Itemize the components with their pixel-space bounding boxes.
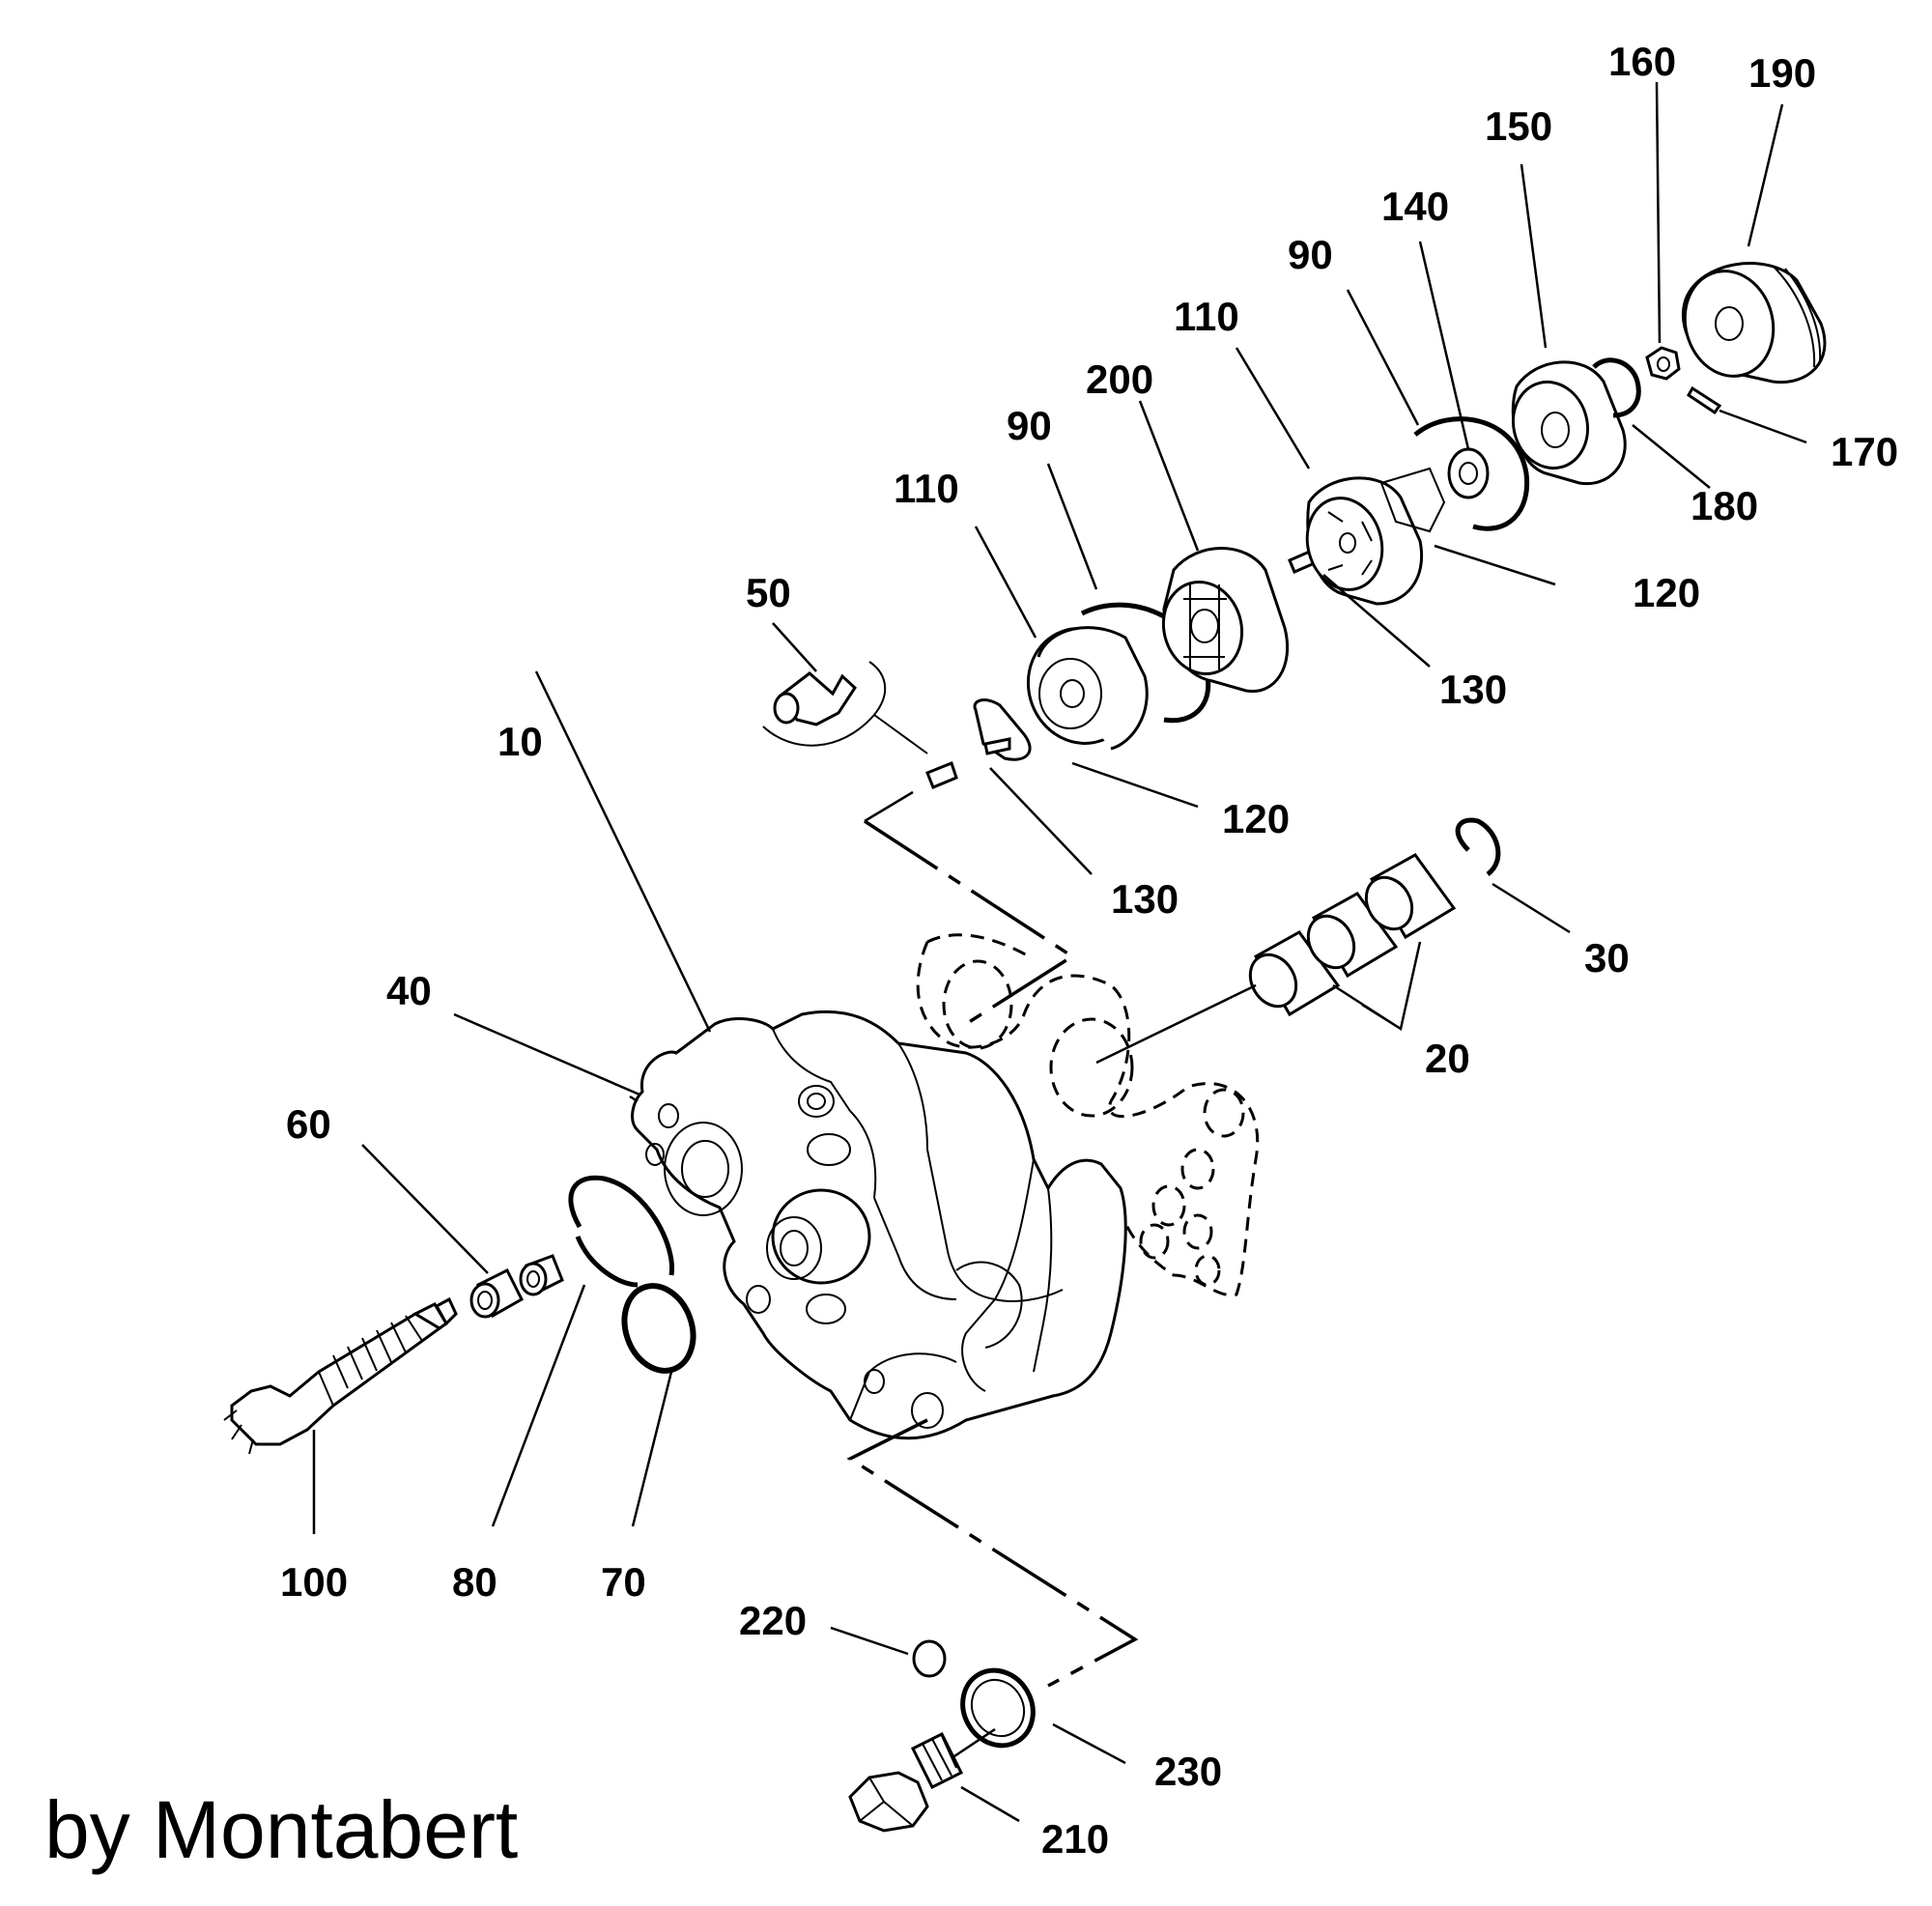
drive-shaft: [223, 1296, 458, 1455]
callout-170: 170: [1831, 429, 1898, 474]
callout-90-upper: 90: [1288, 232, 1333, 277]
callout-30: 30: [1584, 935, 1630, 981]
callout-180: 180: [1690, 483, 1758, 528]
leader-lines: [312, 81, 1807, 1823]
callout-20: 20: [1425, 1036, 1470, 1081]
callout-160: 160: [1608, 39, 1676, 84]
callout-60: 60: [286, 1101, 331, 1147]
drain-plug-assembly: [848, 1639, 1036, 1833]
callout-120-lower: 120: [1222, 796, 1290, 841]
callout-50: 50: [746, 570, 791, 615]
callout-150: 150: [1485, 103, 1552, 149]
callout-110-lower: 110: [894, 466, 959, 511]
brand-watermark: by Montabert: [44, 1784, 519, 1875]
callout-110-upper: 110: [1174, 294, 1239, 339]
callout-200: 200: [1086, 356, 1153, 402]
callout-100: 100: [280, 1559, 348, 1605]
callout-70: 70: [601, 1559, 646, 1605]
callout-labels: 10 20 30 40 50 60 70 80 90 90 100 110 11…: [280, 39, 1898, 1862]
callout-90-lower: 90: [1007, 403, 1052, 448]
callout-130-lower: 130: [1111, 876, 1179, 922]
mounting-flange-outline: [916, 933, 1260, 1297]
callout-130-upper: 130: [1439, 667, 1507, 712]
callout-80: 80: [452, 1559, 497, 1605]
callout-10: 10: [497, 719, 543, 764]
callout-120-upper: 120: [1633, 570, 1700, 615]
callout-40: 40: [386, 968, 432, 1013]
shaft-bearing: [469, 1254, 564, 1319]
assembly-axes: [846, 790, 1139, 1760]
callout-220: 220: [739, 1598, 807, 1643]
sleeves-and-ring: [1095, 817, 1501, 1065]
o-rings-front: [568, 1175, 696, 1374]
callout-230: 230: [1154, 1749, 1222, 1794]
callout-140: 140: [1381, 184, 1449, 229]
callout-210: 210: [1041, 1816, 1109, 1862]
callout-190: 190: [1748, 50, 1816, 96]
pump-housing: [631, 1010, 1127, 1440]
upper-assembly: [762, 262, 1827, 789]
